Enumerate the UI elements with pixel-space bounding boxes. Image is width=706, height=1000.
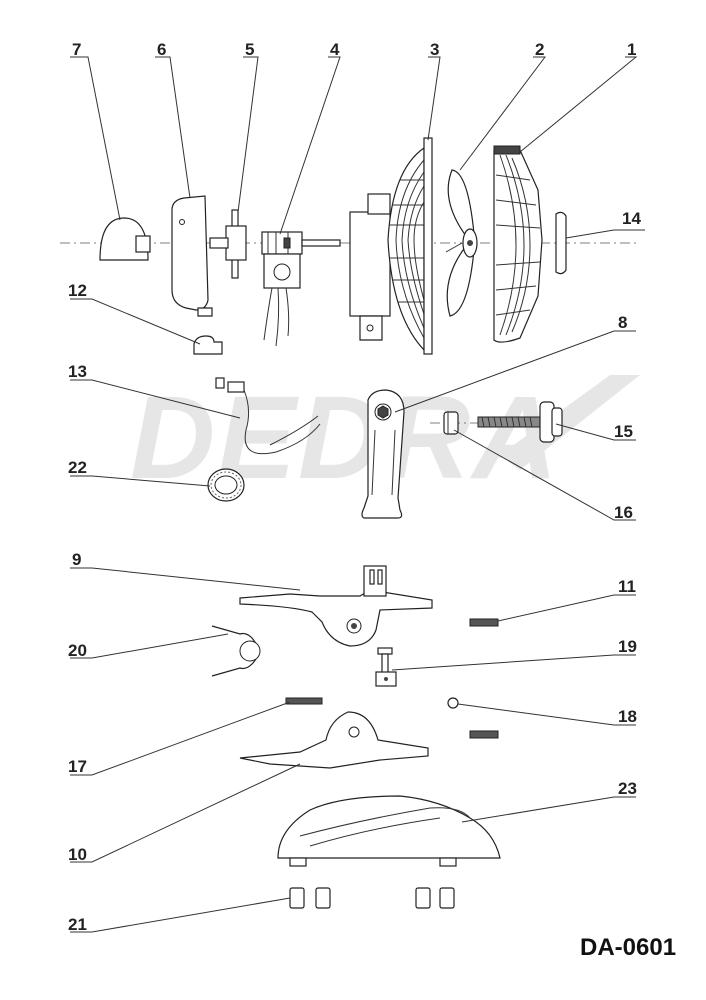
part-19-adjust-screw [375, 647, 397, 687]
label-part-19: 19 [618, 637, 637, 656]
part-3-rear-guard [349, 137, 433, 355]
part-4-motor [261, 231, 341, 347]
part-2-fan-blade [445, 169, 478, 317]
label-part-20: 20 [68, 641, 87, 660]
label-part-7: 7 [72, 40, 81, 59]
watermark-text: DEDRA [130, 372, 560, 504]
label-part-12: 12 [68, 281, 87, 300]
label-part-11: 11 [618, 577, 636, 596]
label-part-23: 23 [618, 779, 637, 798]
label-part-9: 9 [72, 550, 81, 569]
part-number-labels: 7 6 5 4 3 2 1 14 12 13 22 8 15 16 9 11 2… [68, 40, 641, 934]
part-14-badge [555, 211, 567, 275]
leader-lines [70, 56, 645, 933]
label-part-21: 21 [68, 915, 87, 934]
part-11-spring-second [469, 730, 499, 739]
part-18-ball [447, 697, 459, 709]
model-number: DA-0601 [580, 934, 676, 961]
label-part-6: 6 [157, 40, 166, 59]
label-part-2: 2 [535, 40, 544, 59]
label-part-14: 14 [622, 209, 641, 228]
part-8-neck [361, 389, 405, 519]
label-part-10: 10 [68, 845, 87, 864]
label-part-15: 15 [614, 422, 633, 441]
part-5-bushing [209, 209, 247, 279]
label-part-3: 3 [430, 40, 439, 59]
part-16-nut [443, 411, 459, 435]
label-part-8: 8 [618, 313, 627, 332]
part-21-feet [289, 887, 455, 909]
part-17-pin [285, 697, 323, 705]
part-22-strain-relief [207, 468, 245, 502]
label-part-5: 5 [245, 40, 254, 59]
label-part-13: 13 [68, 362, 87, 381]
part-12-clip [193, 335, 223, 355]
part-1-front-guard [493, 145, 543, 343]
dedra-watermark: DEDRA [130, 372, 640, 504]
part-10-lower-bracket [239, 711, 429, 769]
part-7-rear-cap [99, 217, 151, 261]
label-part-16: 16 [614, 503, 633, 522]
part-6-rear-cover [171, 195, 213, 317]
label-part-22: 22 [68, 458, 87, 477]
part-11-spring [469, 618, 499, 627]
part-23-base [277, 795, 501, 867]
label-part-4: 4 [330, 40, 340, 59]
part-13-power-cord [215, 377, 321, 455]
label-part-17: 17 [68, 757, 87, 776]
part-15-tilt-knob [477, 401, 563, 443]
label-part-1: 1 [627, 40, 636, 59]
part-20-clamp [211, 625, 261, 677]
part-9-upper-bracket [239, 565, 433, 647]
label-part-18: 18 [618, 707, 637, 726]
